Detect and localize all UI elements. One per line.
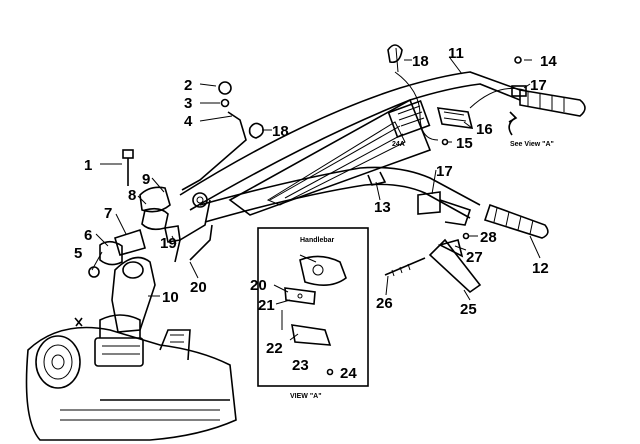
part-label-27: 27 (466, 249, 483, 266)
part-label-20a: 20 (190, 279, 207, 296)
leader-lines (91, 57, 541, 301)
part-label-5: 5 (74, 245, 82, 262)
tiller-engine (25, 314, 237, 441)
part-label-20b: 20 (250, 277, 267, 294)
part-label-25: 25 (460, 301, 477, 318)
part-label-24: 24 (340, 365, 357, 382)
part-label-21: 21 (258, 297, 275, 314)
part-label-19: 19 (160, 235, 177, 252)
part-label-28: 28 (480, 229, 497, 246)
part-label-15: 15 (456, 135, 473, 152)
part-label-18b: 18 (272, 123, 289, 140)
part-label-2: 2 (184, 77, 192, 94)
part-label-12: 12 (532, 260, 549, 277)
inset-title: VIEW "A" (290, 393, 322, 400)
part-label-23: 23 (292, 357, 309, 374)
part-label-17a: 17 (530, 77, 547, 94)
part-label-16: 16 (476, 121, 493, 138)
handlebar-assembly (179, 71, 586, 239)
part-label-8: 8 (128, 187, 136, 204)
view-a-inset (257, 227, 369, 387)
part-label-6: 6 (84, 227, 92, 244)
part-label-24a: 24A (392, 141, 405, 148)
part-label-7: 7 (104, 205, 112, 222)
part-label-4: 4 (184, 113, 193, 130)
part-label-9: 9 (142, 171, 150, 188)
see-view-callout: See View "A" (510, 141, 554, 148)
part-label-17b: 17 (436, 163, 453, 180)
part-label-11: 11 (448, 45, 464, 62)
part-label-26: 26 (376, 295, 393, 312)
right-side-parts (367, 44, 531, 294)
part-label-13: 13 (374, 199, 391, 216)
part-label-18a: 18 (412, 53, 429, 70)
part-label-14: 14 (540, 53, 557, 70)
inset-part-label: Handlebar (300, 237, 335, 244)
part-label-3: 3 (184, 95, 192, 112)
part-label-1: 1 (84, 157, 92, 174)
part-label-10: 10 (162, 289, 179, 306)
part-label-22: 22 (266, 340, 283, 357)
shift-lever-assembly (88, 81, 264, 333)
part-labels: 1 2 3 4 5 6 7 8 9 10 11 12 13 14 15 16 1… (74, 45, 557, 400)
